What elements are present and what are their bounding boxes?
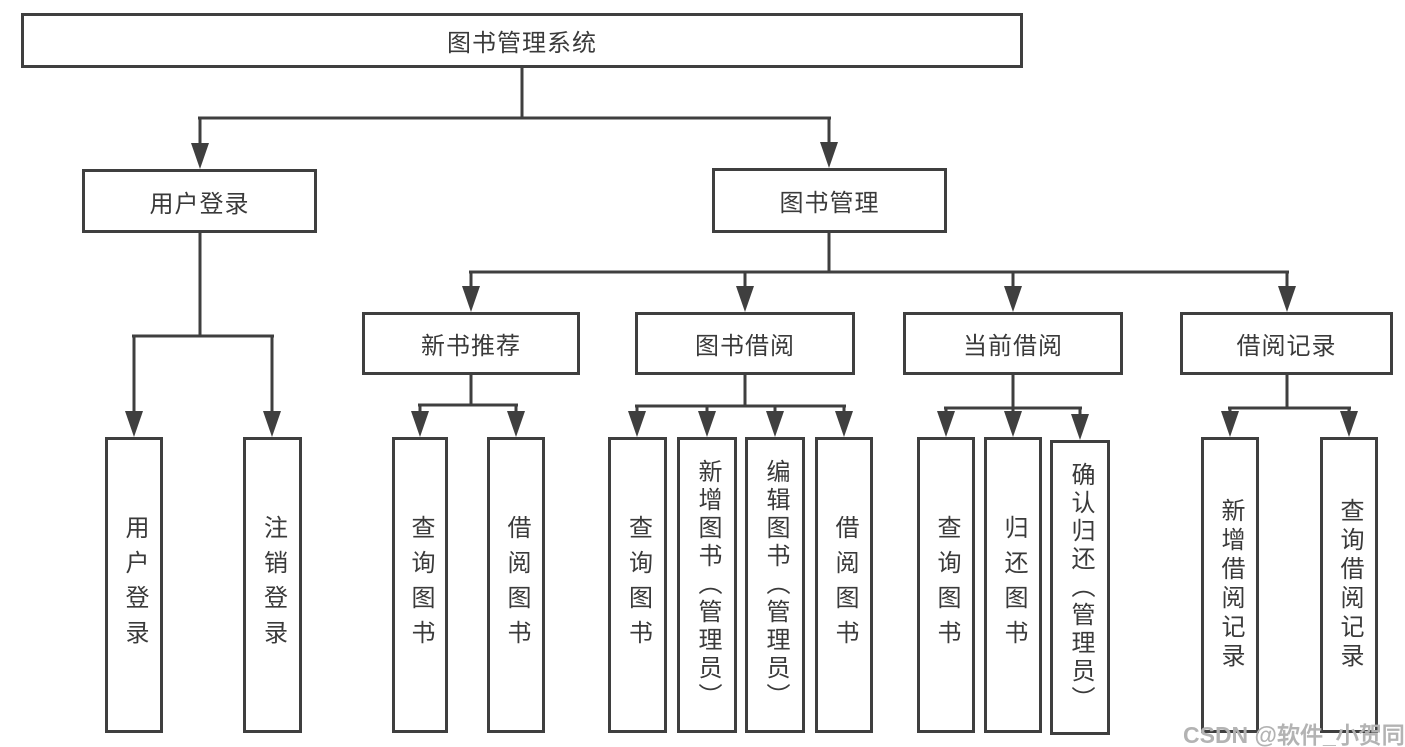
leaf-confirm-return-admin: 确认归还（管理员）	[1050, 440, 1110, 735]
node-label: 当前借阅	[963, 333, 1063, 360]
leaf-newbook-query-books: 查询图书	[392, 437, 448, 733]
node-label: 图书管理	[779, 190, 880, 217]
node-label: 用户登录	[121, 515, 148, 655]
node-label: 新增借阅记录	[1217, 498, 1244, 672]
node-label: 图书管理系统	[447, 30, 597, 57]
leaf-edit-book-admin: 编辑图书（管理员）	[745, 437, 805, 733]
node-label: 查询借阅记录	[1336, 498, 1363, 672]
leaf-user-login: 用户登录	[105, 437, 163, 733]
leaf-add-borrow-record: 新增借阅记录	[1201, 437, 1259, 733]
csdn-watermark: CSDN @软件_小贺同学	[1183, 722, 1405, 747]
node-label: 新增图书（管理员）	[694, 459, 721, 711]
node-label: 借阅记录	[1236, 333, 1337, 360]
node-label: 用户登录	[149, 190, 250, 218]
node-label: 新书推荐	[421, 333, 521, 360]
node-label: 借阅图书	[503, 515, 530, 655]
node-book-borrow: 图书借阅	[635, 312, 855, 375]
node-label: 查询图书	[407, 515, 434, 655]
node-system-root: 图书管理系统	[21, 13, 1023, 68]
node-label: 归还图书	[1000, 515, 1027, 655]
leaf-borrow-books: 借阅图书	[815, 437, 873, 733]
leaf-return-books: 归还图书	[984, 437, 1042, 733]
node-label: 查询图书	[933, 515, 960, 655]
node-current-borrow: 当前借阅	[903, 312, 1123, 375]
node-book-management: 图书管理	[712, 168, 947, 233]
node-borrow-records: 借阅记录	[1180, 312, 1393, 375]
leaf-newbook-borrow-books: 借阅图书	[487, 437, 545, 733]
leaf-current-query-books: 查询图书	[917, 437, 975, 733]
node-label: 注销登录	[259, 515, 287, 655]
node-new-book-recommend: 新书推荐	[362, 312, 580, 375]
leaf-logout: 注销登录	[243, 437, 302, 733]
node-label: 查询图书	[624, 515, 652, 655]
node-user-login: 用户登录	[82, 169, 317, 233]
leaf-query-borrow-record: 查询借阅记录	[1320, 437, 1378, 733]
node-label: 图书借阅	[695, 333, 795, 360]
node-label: 借阅图书	[831, 515, 858, 655]
leaf-borrow-query-books: 查询图书	[608, 437, 667, 733]
node-label: 确认归还（管理员）	[1067, 461, 1094, 714]
leaf-add-book-admin: 新增图书（管理员）	[677, 437, 737, 733]
node-label: 编辑图书（管理员）	[762, 459, 789, 711]
